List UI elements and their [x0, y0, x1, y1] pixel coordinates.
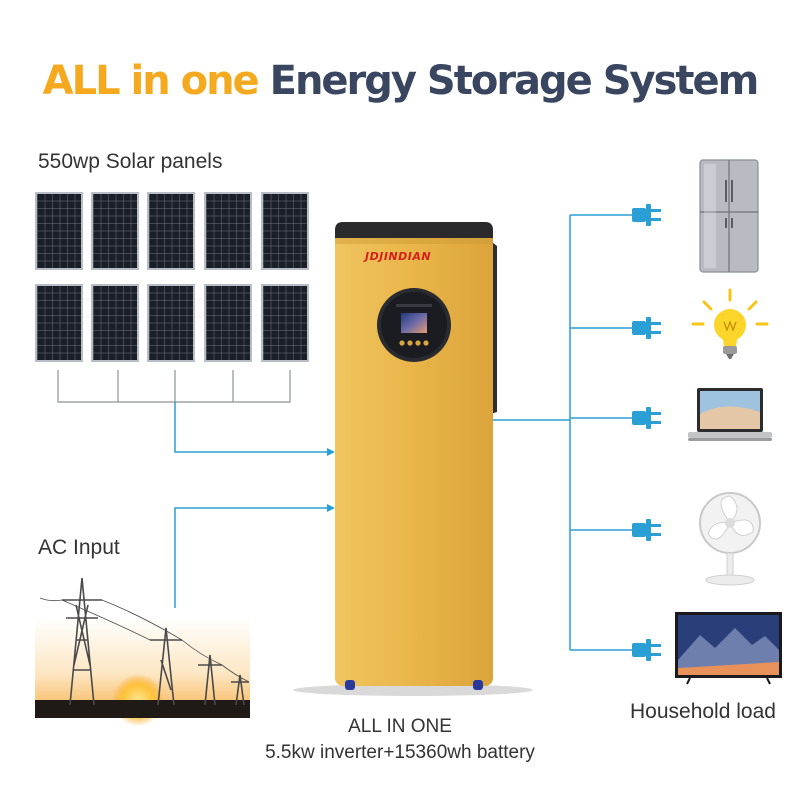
solar-panel [204, 192, 252, 270]
ac-input-label: AC Input [38, 536, 120, 559]
title-main: Energy Storage System [269, 58, 760, 104]
title-highlight: ALL in one [42, 58, 260, 104]
lcd-screen [401, 313, 427, 333]
output-wiring [493, 214, 632, 651]
plug-icon [632, 407, 661, 429]
solar-feed-wire [174, 402, 333, 453]
all-in-one-cabinet [293, 222, 533, 696]
caption-line2: 5.5kw inverter+15360wh battery [265, 742, 535, 763]
button-icon [423, 340, 429, 346]
solar-panel [147, 192, 195, 270]
plug-icon [632, 639, 661, 661]
plug-icon [632, 317, 661, 339]
button-icon [415, 340, 421, 346]
solar-wiring [57, 370, 291, 403]
arrow-icon [327, 448, 335, 456]
solar-panel [35, 192, 83, 270]
refrigerator-icon [699, 159, 759, 273]
solar-panel [204, 284, 252, 362]
button-icon [399, 340, 405, 346]
plug-icon [632, 204, 661, 226]
solar-panel [261, 192, 309, 270]
household-load-label: Household load [630, 700, 776, 723]
light-bulb-icon [691, 288, 769, 359]
page-title: ALL in one Energy Storage System [0, 58, 800, 104]
tv-icon [675, 612, 782, 685]
caption-line1: ALL IN ONE [348, 716, 452, 737]
power-grid-scene [35, 577, 250, 726]
solar-panel [147, 284, 195, 362]
button-icon [407, 340, 413, 346]
fan-icon [699, 492, 761, 586]
solar-panel [35, 284, 83, 362]
solar-panels-label: 550wp Solar panels [38, 150, 223, 173]
brand-logo: JDJINDIAN [365, 250, 432, 263]
laptop-icon [688, 388, 772, 441]
solar-panel [91, 284, 139, 362]
solar-panel [261, 284, 309, 362]
plug-icon [632, 519, 661, 541]
arrow-icon [327, 504, 335, 512]
solar-panel [91, 192, 139, 270]
ac-feed-wire [174, 507, 333, 608]
